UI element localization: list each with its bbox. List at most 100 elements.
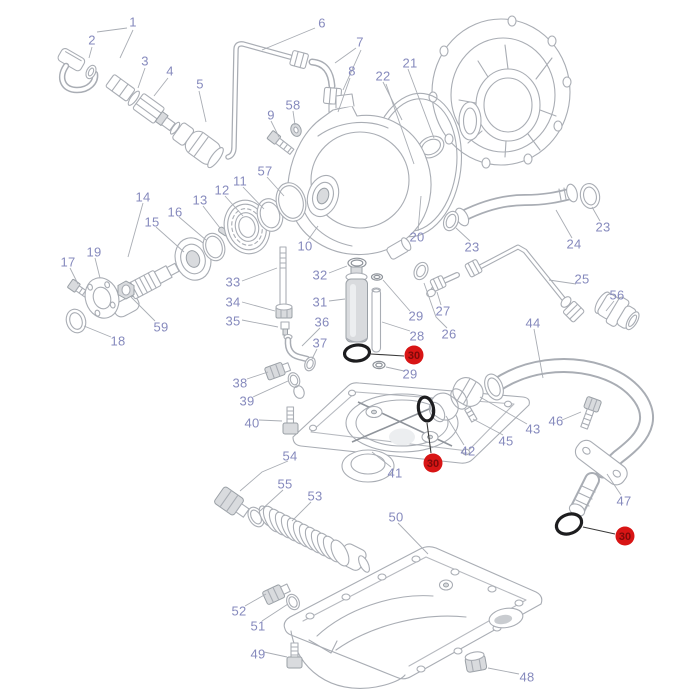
- leader-line: [397, 522, 429, 555]
- fuel-pipe-25: [464, 244, 585, 323]
- bolt-46: [580, 396, 602, 430]
- leader-line: [337, 77, 351, 113]
- badge-circle[interactable]: [404, 345, 424, 365]
- leader-line: [591, 206, 601, 222]
- part-number-36: 36: [314, 315, 329, 330]
- highlighted-part-badge[interactable]: 30: [404, 345, 424, 365]
- highlighted-o-ring-30a: [342, 343, 372, 363]
- part-number-59: 59: [153, 320, 168, 335]
- badge-number: 30: [427, 458, 439, 470]
- badge-circle[interactable]: [615, 526, 635, 546]
- plug-52: [262, 583, 291, 605]
- leader-line: [241, 301, 276, 312]
- part-number-10: 10: [297, 239, 312, 254]
- leader-line: [261, 603, 289, 622]
- part-number-2: 2: [88, 33, 96, 48]
- callouts-layer: 1234567895810111213141516171819202122232…: [60, 15, 631, 685]
- leader-line: [555, 209, 573, 239]
- part-number-9: 9: [267, 108, 275, 123]
- leader-line: [417, 195, 422, 232]
- leader-line: [127, 202, 144, 258]
- leader-line: [88, 46, 93, 59]
- part-number-18: 18: [110, 334, 125, 349]
- inlet-fitting-assembly: [105, 74, 224, 169]
- leader-line: [381, 321, 411, 332]
- part-number-15: 15: [144, 215, 159, 230]
- nipple-35: [280, 321, 290, 336]
- leader-line: [328, 298, 346, 302]
- plug-38: [264, 362, 292, 381]
- part-number-22: 22: [375, 69, 390, 84]
- part-number-31: 31: [312, 295, 327, 310]
- leader-line: [445, 415, 465, 446]
- leader-line: [487, 667, 520, 675]
- leader-line: [266, 176, 285, 197]
- part-number-7: 7: [356, 35, 364, 50]
- bearing-15: [174, 237, 212, 281]
- part-number-58: 58: [285, 98, 300, 113]
- part-number-16: 16: [167, 205, 182, 220]
- leader-line: [137, 67, 146, 89]
- part-number-46: 46: [548, 414, 563, 429]
- leader-line: [582, 526, 616, 535]
- part-number-55: 55: [277, 477, 292, 492]
- badge-circle[interactable]: [423, 453, 443, 473]
- part-number-13: 13: [192, 193, 207, 208]
- leader-line: [241, 319, 279, 328]
- highlighted-badges-layer: 30 30 30: [370, 345, 635, 546]
- part-number-23: 23: [464, 240, 479, 255]
- bolt-49: [286, 642, 303, 669]
- elbow-27: [426, 272, 460, 298]
- leader-line: [259, 489, 284, 512]
- part-number-49: 49: [250, 647, 265, 662]
- part-number-11: 11: [233, 174, 247, 189]
- nut-34: [275, 303, 293, 319]
- stud-45: [464, 406, 478, 423]
- o-ring-29-upper: [370, 273, 384, 281]
- part-number-23: 23: [595, 220, 610, 235]
- badge-number: 30: [408, 350, 420, 362]
- part-number-39: 39: [239, 394, 254, 409]
- part-number-52: 52: [231, 604, 246, 619]
- leader-line: [385, 366, 405, 372]
- leader-line: [301, 327, 321, 347]
- part-number-53: 53: [307, 489, 322, 504]
- spline-shaft: [113, 262, 180, 318]
- leader-line: [153, 77, 169, 97]
- highlighted-part-badge[interactable]: 30: [615, 526, 635, 546]
- washer-58: [290, 123, 302, 137]
- leader-line: [533, 328, 544, 379]
- leader-line: [328, 265, 348, 274]
- leader-line: [426, 422, 432, 454]
- part-number-12: 12: [214, 183, 229, 198]
- bushing-43: [450, 377, 484, 410]
- drain-plug-48: [464, 651, 488, 673]
- leader-line: [561, 411, 582, 421]
- leader-line: [178, 216, 207, 241]
- leader-line: [292, 110, 296, 126]
- o-ring-23-right: [579, 183, 601, 209]
- leader-line: [155, 226, 185, 253]
- part-number-34: 34: [225, 295, 240, 310]
- elbow-36: [283, 333, 311, 363]
- oil-pan: [283, 546, 543, 689]
- part-number-29: 29: [402, 367, 417, 382]
- leader-line: [455, 227, 471, 242]
- part-number-47: 47: [616, 494, 631, 509]
- part-number-14: 14: [135, 190, 150, 205]
- bellows-53: [258, 505, 370, 573]
- leader-line: [311, 348, 318, 360]
- plug-54: [214, 486, 250, 518]
- hose-clamp: [57, 47, 99, 94]
- o-ring-26-group: [413, 261, 429, 281]
- strainer-31: [345, 266, 369, 343]
- part-number-4: 4: [166, 64, 174, 79]
- leader-line: [307, 225, 319, 241]
- leader-line: [605, 300, 615, 312]
- leader-line: [198, 90, 207, 123]
- stud-33: [279, 246, 287, 306]
- ring-16: [202, 232, 226, 262]
- highlighted-part-badge[interactable]: 30: [423, 453, 443, 473]
- transmission-housing: [428, 15, 572, 169]
- o-ring-39: [287, 372, 301, 388]
